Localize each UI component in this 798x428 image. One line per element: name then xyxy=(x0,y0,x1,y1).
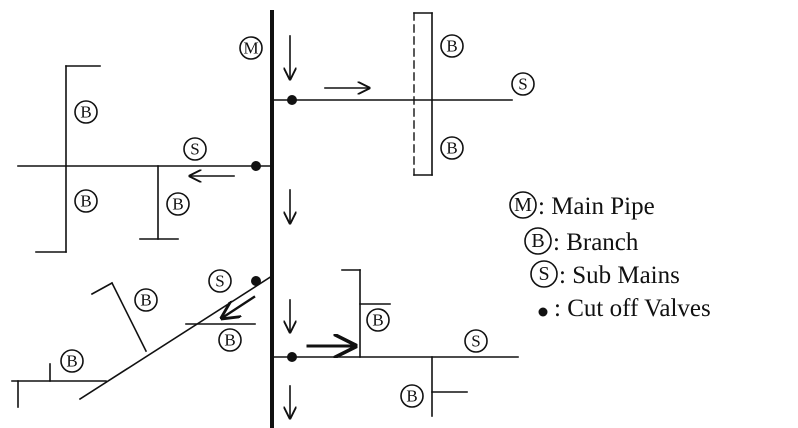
cut-off-valve-left xyxy=(251,161,261,171)
legend-item-main-pipe: M : Main Pipe xyxy=(509,191,655,220)
flow-arrow-diagonal xyxy=(222,295,256,318)
svg-text:M: M xyxy=(243,39,258,58)
sub-main-label-upper-right: S xyxy=(511,72,535,96)
svg-text:: Branch: : Branch xyxy=(553,229,639,256)
svg-text:S: S xyxy=(190,140,199,159)
legend: M : Main Pipe B : Branch S : Sub Mains :… xyxy=(509,191,711,322)
svg-text:S: S xyxy=(518,75,527,94)
svg-text:S: S xyxy=(538,263,549,285)
svg-text:B: B xyxy=(224,331,235,350)
legend-item-branch: B : Branch xyxy=(524,227,639,256)
legend-item-sub-mains: S : Sub Mains xyxy=(530,260,680,289)
branch-diagonal-upper xyxy=(110,281,148,353)
sub-main-label-diagonal: S xyxy=(208,269,232,293)
cut-off-valve-diagonal xyxy=(251,276,261,286)
svg-text:S: S xyxy=(471,332,480,351)
branch-label-left-top: B xyxy=(74,100,98,124)
branch-label-diagonal-lower: B xyxy=(60,349,84,373)
branch-diagonal-upper-cap xyxy=(90,281,114,296)
sub-main-label-left: S xyxy=(183,137,207,161)
legend-item-cut-off-valves: : Cut off Valves xyxy=(538,295,711,322)
svg-text:B: B xyxy=(372,311,383,330)
cut-off-valve-upper-right xyxy=(287,95,297,105)
svg-text:: Sub Mains: : Sub Mains xyxy=(559,262,680,289)
svg-text:M: M xyxy=(514,194,532,216)
sub-main-label-lower-right: S xyxy=(464,329,488,353)
svg-text:: Cut off Valves: : Cut off Valves xyxy=(554,295,711,322)
svg-text:B: B xyxy=(406,387,417,406)
svg-text:: Main Pipe: : Main Pipe xyxy=(538,193,655,220)
branch-label-lower-right-upper: B xyxy=(366,308,390,332)
cut-off-valve-lower-right xyxy=(287,352,297,362)
main-pipe-label: M xyxy=(239,36,263,60)
svg-text:B: B xyxy=(531,230,544,252)
svg-text:B: B xyxy=(80,192,91,211)
svg-text:B: B xyxy=(140,291,151,310)
svg-text:S: S xyxy=(215,272,224,291)
svg-text:B: B xyxy=(172,195,183,214)
branch-label-upper-right-bottom: B xyxy=(440,136,464,160)
svg-text:B: B xyxy=(446,139,457,158)
svg-text:B: B xyxy=(446,37,457,56)
branch-label-left-inner: B xyxy=(166,192,190,216)
svg-text:B: B xyxy=(80,103,91,122)
branch-label-lower-right-lower: B xyxy=(400,384,424,408)
branch-label-left-bottom: B xyxy=(74,189,98,213)
branch-label-upper-right-top: B xyxy=(440,34,464,58)
svg-text:B: B xyxy=(66,352,77,371)
branch-label-diagonal-right: B xyxy=(218,328,242,352)
sub-main-diagonal xyxy=(78,274,274,401)
branch-label-diagonal-upper: B xyxy=(134,288,158,312)
